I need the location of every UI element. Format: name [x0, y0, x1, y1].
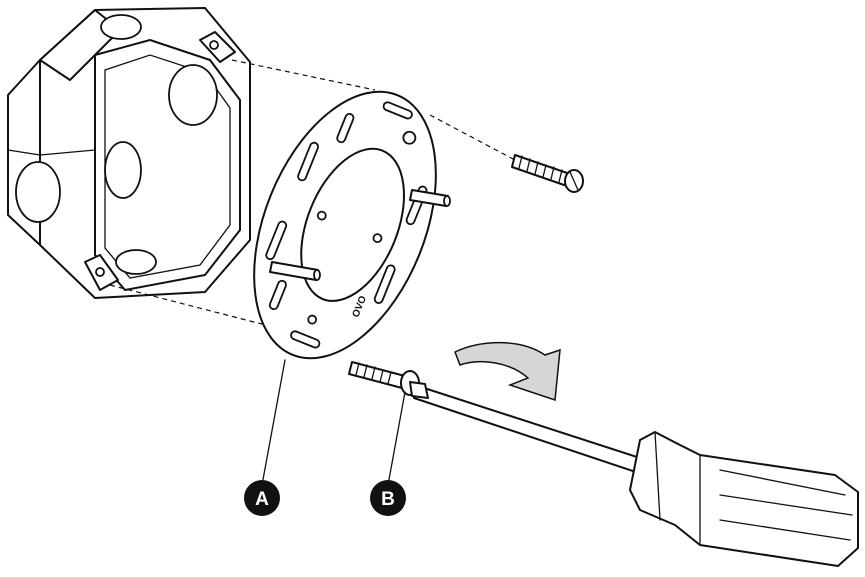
- mounting-bracket: [253, 90, 437, 360]
- leader-lines: [261, 359, 406, 486]
- knockout-bottom: [115, 249, 157, 275]
- callout-b-label: B: [381, 489, 395, 510]
- callout-a-label: A: [255, 489, 269, 510]
- upper-mounting-screw: [511, 154, 584, 193]
- knockout-top: [100, 14, 142, 40]
- callout-a: A: [244, 480, 280, 516]
- knockout-back-right: [168, 64, 218, 126]
- octagon-junction-box: [7, 7, 251, 299]
- knockout-side: [15, 161, 61, 223]
- callout-b: B: [370, 480, 406, 516]
- lower-mounting-screw: [348, 361, 420, 396]
- rotation-arrow: [454, 341, 561, 402]
- screwdriver: [409, 381, 859, 567]
- alignment-lines: [109, 59, 516, 331]
- bracket-studs: [269, 189, 451, 281]
- knockout-back-left: [104, 141, 142, 199]
